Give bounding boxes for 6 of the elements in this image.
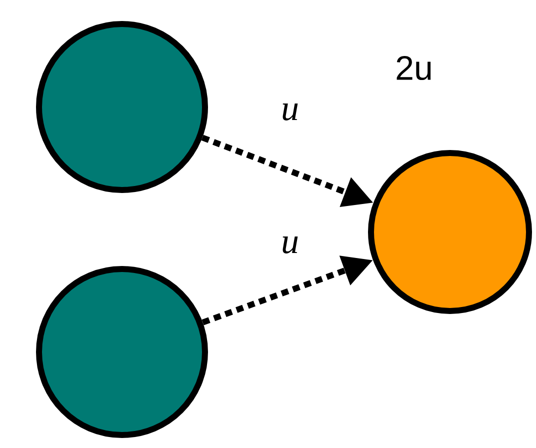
node-caption: 2u bbox=[396, 56, 431, 80]
circle-node bbox=[36, 21, 208, 193]
edge-label: u bbox=[282, 104, 298, 120]
edge-label: u bbox=[282, 236, 298, 254]
circle-node bbox=[368, 150, 532, 314]
circle-node bbox=[36, 266, 208, 438]
